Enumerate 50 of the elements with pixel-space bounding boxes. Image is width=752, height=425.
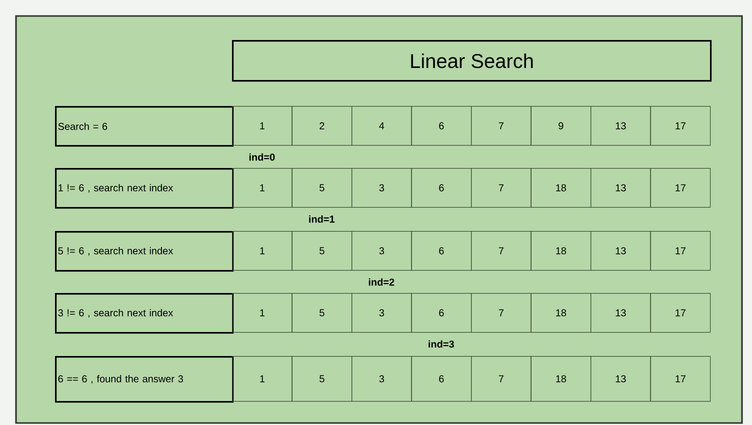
title-box: Linear Search [232,40,712,82]
array-cell: 7 [471,356,532,402]
array-cell: 7 [471,293,532,333]
index-label: ind=2 [368,278,394,286]
array-cell: 3 [352,231,412,271]
array-cell: 6 [411,356,472,402]
array-cell: 17 [650,106,711,146]
array-cell: 3 [352,356,412,402]
array-cell: 6 [411,168,472,208]
array-cell: 5 [292,168,352,208]
step-box: 1 != 6 , search next index [55,168,234,209]
array-cell: 1 [232,356,292,402]
array-cell: 5 [292,356,352,402]
array-cell: 1 [232,106,292,146]
array-cell: 6 [411,106,472,146]
array-cell: 5 [292,293,352,333]
array-cell: 2 [292,106,352,146]
array-cell: 17 [650,231,711,271]
array-cell: 7 [471,231,532,271]
index-label: ind=3 [428,340,454,348]
step-box: Search = 6 [55,106,234,147]
array-cell: 17 [650,168,711,208]
array-cell: 18 [530,231,592,271]
array-cell: 7 [471,106,532,146]
array-cell: 13 [590,168,651,208]
array-cell: 18 [530,356,592,402]
index-label: ind=0 [249,153,275,161]
array-cell: 13 [590,293,651,333]
array-cell: 17 [650,293,711,333]
array-cell: 1 [232,168,292,208]
array-cell: 9 [530,106,592,146]
array-cell: 1 [232,231,292,271]
step-box: 5 != 6 , search next index [55,230,234,272]
array-cell: 13 [590,106,651,146]
array-cell: 5 [292,231,352,271]
array-cell: 13 [590,356,651,402]
step-box: 3 != 6 , search next index [55,293,234,334]
array-cell: 4 [352,106,412,146]
array-cell: 6 [411,293,472,333]
array-cell: 18 [530,168,592,208]
array-cell: 3 [352,168,412,208]
index-label: ind=1 [309,215,335,223]
array-cell: 1 [232,293,292,333]
array-cell: 3 [352,293,412,333]
array-cell: 7 [471,168,532,208]
step-box: 6 == 6 , found the answer 3 [55,356,234,403]
array-cell: 18 [530,293,592,333]
array-cell: 17 [650,356,711,402]
array-cell: 13 [590,231,651,271]
array-cell: 6 [411,231,472,271]
